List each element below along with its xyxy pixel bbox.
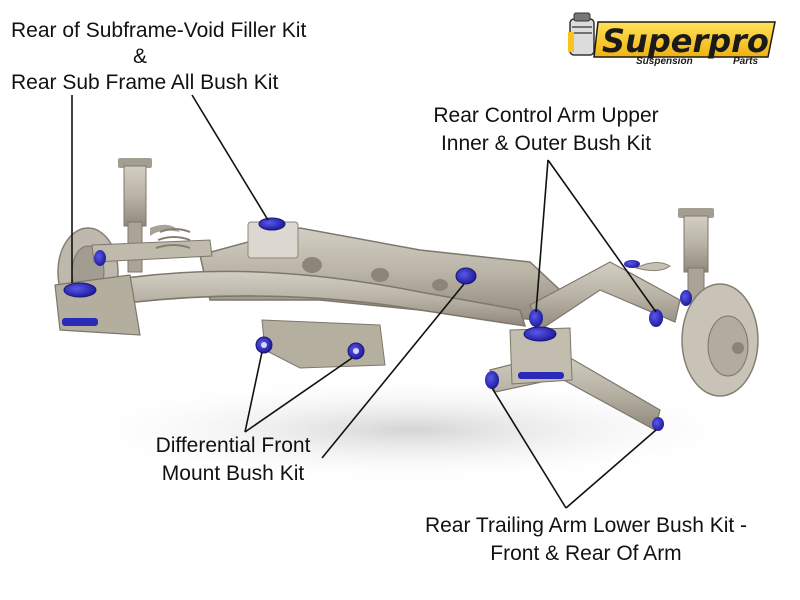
- leader-subframe-void: [321, 283, 465, 459]
- ground-shadow: [50, 375, 770, 485]
- bush-left-upper-link: [94, 250, 106, 266]
- bush-trailing-arm-front: [485, 371, 499, 389]
- label-control-arm-line2: Inner & Outer Bush Kit: [440, 132, 652, 155]
- label-trailing-line1: Rear Trailing Arm Lower Bush Kit -: [424, 514, 748, 537]
- bush-subframe-rear: [258, 217, 286, 231]
- lateral-arm: [59, 270, 527, 327]
- left-coil-spring: [155, 228, 191, 249]
- label-control-arm-line1: Rear Control Arm Upper: [433, 104, 659, 127]
- bush-control-arm-top: [680, 290, 692, 306]
- label-subframe-line2: &: [132, 45, 147, 68]
- leader-control-arm-outer: [547, 159, 657, 313]
- brand-tagline-right: Parts: [733, 56, 758, 67]
- bush-control-arm-inner: [529, 309, 543, 327]
- bush-trailing-arm-rear: [652, 417, 664, 431]
- label-diff-line1: Differential Front: [155, 434, 311, 457]
- label-subframe-line3: Rear Sub Frame All Bush Kit: [11, 71, 279, 94]
- logo-banner: [593, 21, 776, 58]
- brand-name: Superpro: [602, 22, 769, 60]
- bush-trailing-arm-top: [523, 326, 557, 342]
- leader-lines: [71, 94, 657, 509]
- label-trailing-line2: Front & Rear Of Arm: [490, 542, 682, 565]
- leader-control-arm-inner: [535, 159, 549, 313]
- label-subframe-line1: Rear of Subframe-Void Filler Kit: [11, 19, 307, 42]
- leader-diff-right: [244, 357, 353, 433]
- bush-right-top-mount: [624, 260, 640, 268]
- leader-subframe-right: [191, 94, 269, 221]
- rear-suspension-assembly: [54, 158, 759, 431]
- bush-trailing-arm-band: [518, 372, 564, 379]
- leader-trailing-front: [491, 387, 567, 509]
- leader-trailing-rear: [565, 429, 657, 509]
- bush-left-arm-lower: [62, 318, 98, 326]
- differential-bracket: [261, 319, 386, 369]
- bush-left-arm: [63, 282, 97, 298]
- superpro-logo: Superpro Suspension Parts: [568, 12, 776, 67]
- right-brake-disc: [681, 283, 759, 397]
- label-diff-line2: Mount Bush Kit: [161, 462, 305, 485]
- bush-control-arm-outer: [649, 309, 663, 327]
- bush-subframe-void: [455, 267, 477, 285]
- brand-tagline-left: Suspension: [636, 56, 693, 67]
- leader-diff-left: [244, 351, 263, 433]
